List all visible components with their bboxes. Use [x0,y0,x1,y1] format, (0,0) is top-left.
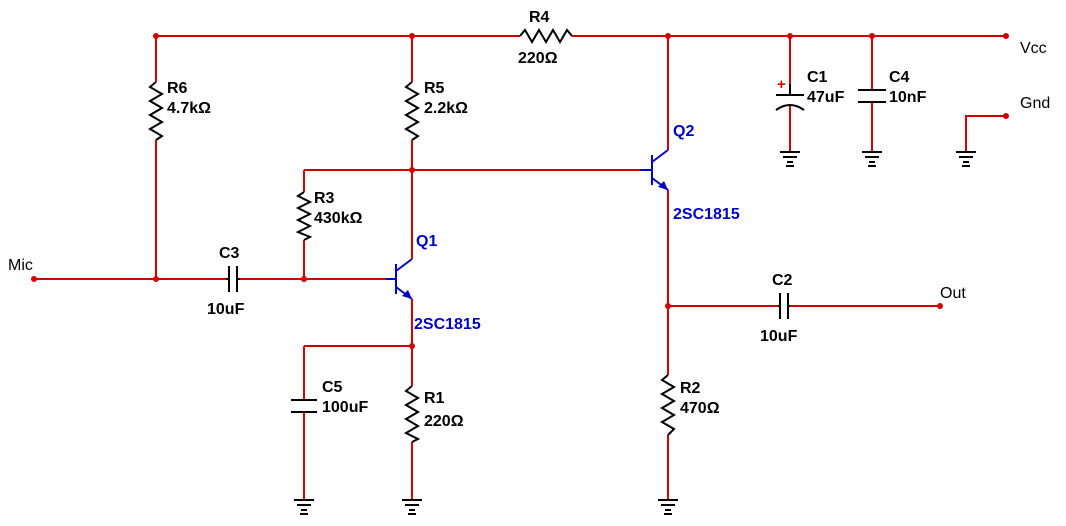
junction [409,33,415,39]
resistor-icon [519,28,573,44]
resistor-r4[interactable]: R4 220Ω [518,9,573,67]
c2-value: 10uF [760,328,798,345]
capacitor-c2[interactable]: C2 10uF [760,272,798,345]
r3-ref: R3 [314,190,335,207]
vcc-terminal[interactable] [1003,33,1009,39]
capacitor-icon [778,293,790,319]
r1-value: 220Ω [424,413,464,430]
junction [665,303,671,309]
out-label: Out [940,285,966,302]
junction [409,343,415,349]
c3-ref: C3 [219,245,240,262]
resistor-icon [148,81,164,141]
resistor-icon [404,81,420,141]
r3-value: 430kΩ [314,210,363,227]
q2-ref: Q2 [673,123,694,140]
r5-value: 2.2kΩ [424,100,468,117]
r6-value: 4.7kΩ [167,100,211,117]
capacitor-c1[interactable]: + C1 47uF [775,69,845,111]
r2-value: 470Ω [680,400,720,417]
q1-ref: Q1 [416,233,437,250]
port-vcc[interactable]: Vcc [1003,33,1047,57]
c5-value: 100uF [322,399,368,416]
resistor-r1[interactable]: R1 220Ω [403,385,464,443]
transistor-q2[interactable]: Q2 2SC1815 [640,123,740,223]
resistor-icon [660,374,676,436]
out-terminal[interactable] [937,303,943,309]
ground-icon [658,499,678,515]
junction [409,167,415,173]
c3-value: 10uF [207,301,245,318]
npn-transistor-icon [386,258,413,300]
q2-part: 2SC1815 [673,206,740,223]
junction [153,33,159,39]
r4-ref: R4 [529,9,550,26]
gnd-label: Gnd [1020,95,1050,112]
resistor-r5[interactable]: R5 2.2kΩ [404,80,468,141]
port-gnd[interactable]: Gnd [1003,95,1050,119]
junction [301,276,307,282]
mic-label: Mic [8,257,33,274]
ground-icon [780,151,800,167]
r1-ref: R1 [424,390,445,407]
c1-value: 47uF [807,89,845,106]
mic-terminal[interactable] [31,276,37,282]
c5-ref: C5 [322,379,343,396]
resistor-icon [403,385,421,443]
vcc-label: Vcc [1020,40,1047,57]
resistor-icon [295,191,313,241]
capacitor-c3[interactable]: C3 10uF [207,245,245,318]
npn-transistor-icon [640,149,669,191]
junctions [153,33,875,349]
r6-ref: R6 [167,80,188,97]
capacitor-c4[interactable]: C4 10nF [858,69,927,106]
junction [665,33,671,39]
r5-ref: R5 [424,80,445,97]
junction [869,33,875,39]
junction [153,276,159,282]
ground-icon [402,499,422,515]
ground-icon [294,499,314,515]
junction [787,33,793,39]
capacitor-icon [226,266,240,292]
ground-icon [956,151,976,167]
transistor-q1[interactable]: Q1 2SC1815 [386,233,481,333]
gnd-terminal[interactable] [1003,113,1009,119]
ground-icon [862,151,882,167]
q1-part: 2SC1815 [414,316,481,333]
capacitor-icon [291,399,317,413]
capacitor-icon [858,89,886,103]
port-mic[interactable]: Mic [8,257,37,282]
c4-ref: C4 [889,69,910,86]
c4-value: 10nF [889,89,927,106]
c1-polarity-mark: + [777,76,786,93]
resistor-r3[interactable]: R3 430kΩ [295,190,363,241]
port-out[interactable]: Out [937,285,966,309]
r4-value: 220Ω [518,50,558,67]
r2-ref: R2 [680,380,701,397]
capacitor-c5[interactable]: C5 100uF [291,379,368,416]
resistor-r2[interactable]: R2 470Ω [660,374,720,436]
resistor-r6[interactable]: R6 4.7kΩ [148,80,211,141]
c2-ref: C2 [772,272,793,289]
wires [34,35,1006,500]
ground-symbols [294,151,976,515]
c1-ref: C1 [807,69,828,86]
